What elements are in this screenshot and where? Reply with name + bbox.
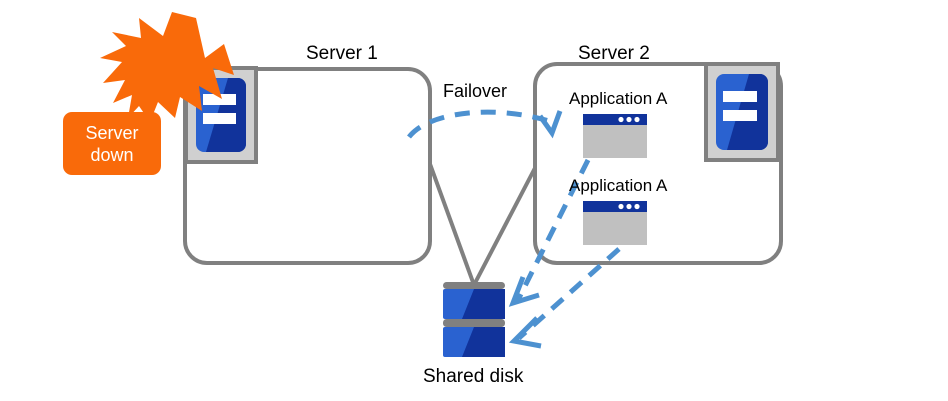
application-a-label-1: Application A xyxy=(569,89,668,108)
server-down-line1: Server xyxy=(85,122,139,143)
connection-server1-disk xyxy=(428,163,476,286)
lightning-burst-icon xyxy=(100,12,234,122)
server2-title: Server 2 xyxy=(578,43,650,64)
server-down-badge: Server down xyxy=(63,112,161,175)
server2-machine-icon xyxy=(704,62,780,162)
server1-machine-icon xyxy=(184,66,258,164)
app1-to-disk-arrow xyxy=(508,158,591,307)
shared-disk-icon xyxy=(443,282,505,357)
app2-to-disk-arrow xyxy=(508,247,621,349)
application-a-label-2: Application A xyxy=(569,176,668,195)
shared-disk-label: Shared disk xyxy=(423,366,524,387)
server1-title: Server 1 xyxy=(306,43,378,64)
server-down-line2: down xyxy=(90,144,134,165)
connection-server2-disk xyxy=(472,167,537,286)
application-a-window-icon-2 xyxy=(583,201,647,245)
application-a-window-icon-1 xyxy=(583,114,647,158)
failover-arrow xyxy=(407,109,563,139)
failover-label: Failover xyxy=(443,81,508,101)
